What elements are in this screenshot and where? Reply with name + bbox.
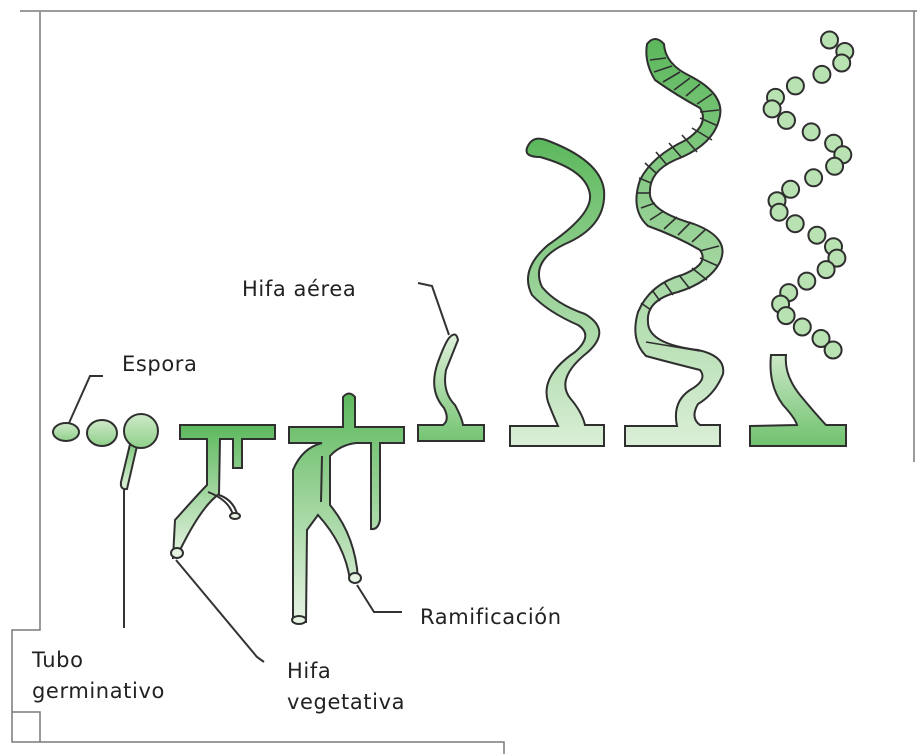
spore-bead: [813, 66, 830, 83]
label-tubo-line1: Tubo: [32, 645, 165, 676]
swollen-spore: [87, 420, 117, 446]
spore-bead: [798, 273, 815, 290]
spore-bead: [833, 55, 850, 72]
spore-bead: [805, 169, 822, 186]
spore-bead: [808, 227, 825, 244]
spore-bead: [771, 204, 788, 221]
label-tubo-line2: germinativo: [32, 676, 165, 707]
spiral-aerial-hypha: [510, 139, 604, 446]
espora-leader-line: [69, 376, 103, 423]
spore-bead: [787, 215, 804, 232]
spore-bead: [826, 158, 843, 175]
branched-mycelium: [289, 394, 404, 625]
spore-bead: [803, 123, 820, 140]
spore-bead: [778, 112, 795, 129]
label-hifa-vegetativa: Hifa vegetativa: [287, 656, 405, 718]
spore-bead: [794, 319, 811, 336]
spore-bead: [818, 261, 835, 278]
hifa-vegetativa-leader-line: [176, 560, 264, 662]
spore: [53, 423, 79, 441]
label-hifa-veg-line1: Hifa: [287, 656, 405, 687]
label-hifa-veg-line2: vegetativa: [287, 687, 405, 718]
spore-bead: [825, 342, 842, 359]
spore-chain: [750, 32, 853, 447]
label-ramificacion: Ramificación: [420, 602, 562, 633]
label-tubo-germinativo: Tubo germinativo: [32, 645, 165, 707]
young-aerial-hypha: [418, 334, 484, 441]
spore-bead: [821, 32, 838, 49]
spore-bead: [764, 100, 781, 117]
spore-bead: [778, 307, 795, 324]
label-espora: Espora: [122, 349, 198, 380]
label-hifa-aerea: Hifa aérea: [242, 274, 356, 305]
hifa-aerea-leader-line: [418, 283, 449, 335]
vegetative-hyphae: [171, 425, 275, 558]
septate-aerial-hypha: [625, 39, 723, 446]
ramificacion-leader-line: [357, 585, 402, 612]
spore-bead: [787, 77, 804, 94]
germinating-spore: [121, 414, 158, 489]
